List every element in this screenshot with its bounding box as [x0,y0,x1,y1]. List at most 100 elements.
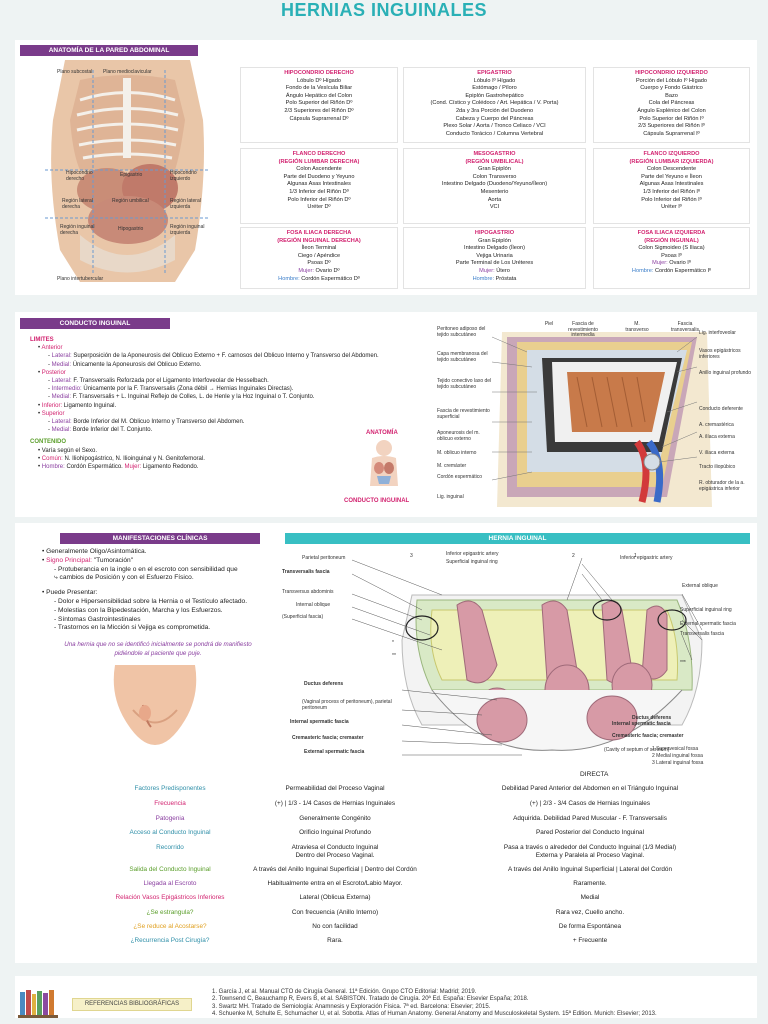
limit-sub: - Lateral: Borde Inferior del M. Oblicuo… [48,419,245,426]
dash: - [48,361,52,368]
limit-sub: - Medial: Únicamente la Aponeurosis del … [48,361,202,368]
comparison-indirecta: Rara. [327,937,343,944]
comparison-indirecta: Generalmente Congénito [299,815,371,822]
region-line: Algunas Asas Intestinales [639,181,704,188]
limit-item: • Posterior [30,369,450,377]
hernia-label: Parietal peritoneum [302,555,346,561]
hernia-label: Superficial inguinal ring [446,559,498,565]
label-region-inguinal-izquierda: Región inguinal izquierda [170,224,205,236]
region-title: MESOGASTRIO [473,151,516,157]
comparison-directa: De forma Espontánea [558,923,622,930]
hernia-label: Internal spermatic fascia [290,719,349,725]
hernia-label: Transversus abdominis [282,589,334,595]
region-line: Conducto Torácico / Columna Vertebral [445,130,544,137]
hernia-number: 3 [410,553,413,559]
comparison-indirecta: Habitualmente entra en el Escroto/Labio … [267,880,403,887]
region-line-hombre: Hombre: Cordón Espermático Iº [631,267,712,274]
hernia-label: External oblique [682,583,718,589]
region-line: Cola del Páncreas [648,100,695,107]
abdomen-illustration [25,57,230,282]
label-plano-intertubercular: Plano intertubercular [57,276,104,282]
region-line: Intestino Delgado (Duodeno/Yeyuno/Íleon) [441,181,548,188]
comparison-directa: Medial [580,894,600,901]
region-line: Psoas Iº [661,252,682,259]
region-line: Vejiga Urinaria [476,252,513,259]
anatomia-label: ANATOMÍA [366,430,398,436]
region-line: Colon Ascendente [296,166,342,173]
region-title: FOSA ILIACA IZQUIERDA [637,230,706,236]
region-line: Cápsula Suprarrenal Iº [643,130,700,137]
comparison-directa: Adquirida. Debilidad Pared Muscular - F.… [513,815,667,822]
region-line-mujer: Mujer: Ovario Iº [652,260,691,267]
figure-label: Fascia de revestimiento superficial [437,408,490,420]
hernia-label: Superficial inguinal ring [680,607,732,613]
region-line: Fondo de la Vesícula Biliar [285,85,353,92]
bullet: • [38,447,42,454]
reference-item: 2. Townsend C, Beauchamp R, Evers B, et … [212,996,529,1003]
bullet: • [38,402,42,409]
hernia-label: Ductus deferens [304,681,344,687]
region-line: Porción del Lóbulo Iº Hígado [635,77,708,84]
region-line: VCI [489,204,500,211]
hernia-label: Transversalis fascia [680,631,724,637]
abdomen-header: ANATOMÍA DE LA PARED ABDOMINAL [20,45,198,56]
figure-label: Tracto iliopúbico [699,464,736,470]
figure-label: V. ilíaca externa [699,450,735,456]
figure-label: Lig. interfoveolar [699,330,736,336]
mujer-key: Mujer: [479,267,497,274]
limit-key: Anterior [41,345,63,352]
mujer-key: Mujer: [124,464,143,471]
limit-sub-key: Medial: [51,394,73,401]
manifest-sub: ⤷ cambios de Posición y con el Esfuerzo … [54,574,194,582]
hernia-header: HERNIA INGUINAL [285,533,750,544]
region-line: Cápsula Suprarrenal Dº [289,115,349,122]
hernia-number: *** [680,660,686,666]
limit-key: Posterior [41,369,66,376]
limit-item: • Superior [30,410,450,418]
region-line: Lóbulo Iº Hígado [473,77,516,84]
region-line-hombre: Hombre: Cordón Espermático Dº [278,275,360,282]
hernia-legend-item: 2 Medial inguinal fossa [652,753,703,759]
limit-sub-key: Medial: [51,427,73,434]
comparison-criterion: ¿Recurrencia Post Cirugía? [130,937,210,944]
limit-sub: - Medial: Borde Inferior del T. Conjunto… [48,427,153,434]
comparison-indirecta: Lateral (Oblicua Externa) [299,894,371,901]
region-line: Estómago / Píloro [472,85,517,92]
manifest-note: Una hernia que no se identificó inicialm… [64,641,252,657]
region-line: Cuerpo y Fondo Gástrico [640,85,703,92]
reference-item: 1. García J, et al. Manual CTO de Cirugí… [212,989,477,995]
region-line: 1/3 Inferior del Riñón Dº [289,188,349,195]
region-line: Plexo Solar / Aorta / Tronco Celiaco / V… [443,123,546,130]
hernia-label: Transversalis fascia [282,569,330,575]
region-title: HIPOGASTRIO [474,230,515,236]
hombre-key: Hombre: [41,464,67,471]
limit-sub: - Lateral: Superposición de la Aponeuros… [48,353,379,360]
region-line: Polo Superior del Riñón Iº [639,115,704,122]
comparison-directa: Pasa a través o alrededor del Conducto I… [503,844,677,859]
region-line: Psoas Dº [307,260,331,267]
figure-label: M. transverso [625,321,649,333]
region-line: Bazo [665,92,678,99]
bullet: • [42,556,47,564]
bullet: • [38,369,42,376]
hombre-key: Hombre: [631,267,655,274]
region-line: Parte Terminal de Los Uréteres [455,260,534,267]
region-box: FOSA ILIACA IZQUIERDA(REGIÓN INGUINAL)Co… [593,227,750,289]
region-line: Íleon Terminal [301,245,337,252]
dash: - [48,394,52,401]
hernia-label: Internal oblique [296,602,331,608]
limites-heading: LIMITES [30,337,54,343]
label-hipocondrio-izquierdo: Hipocondrio izquierdo [170,170,197,182]
manifest-sub: - Trastornos en la Micción si Vejiga es … [54,624,211,632]
region-line: Cabeza y Cuerpo del Páncreas [455,115,534,122]
page-title: HERNIAS INGUINALES [280,0,487,20]
comparison-criterion: Acceso al Conducto Inguinal [129,829,211,836]
region-title: FOSA ILIACA DERECHA [286,230,352,236]
region-title: (REGIÓN LUMBAR IZQUIERDA) [629,158,714,165]
hernia-number: 2 [572,553,575,559]
region-box: FLANCO DERECHO(REGIÓN LUMBAR DERECHA)Col… [240,148,398,224]
